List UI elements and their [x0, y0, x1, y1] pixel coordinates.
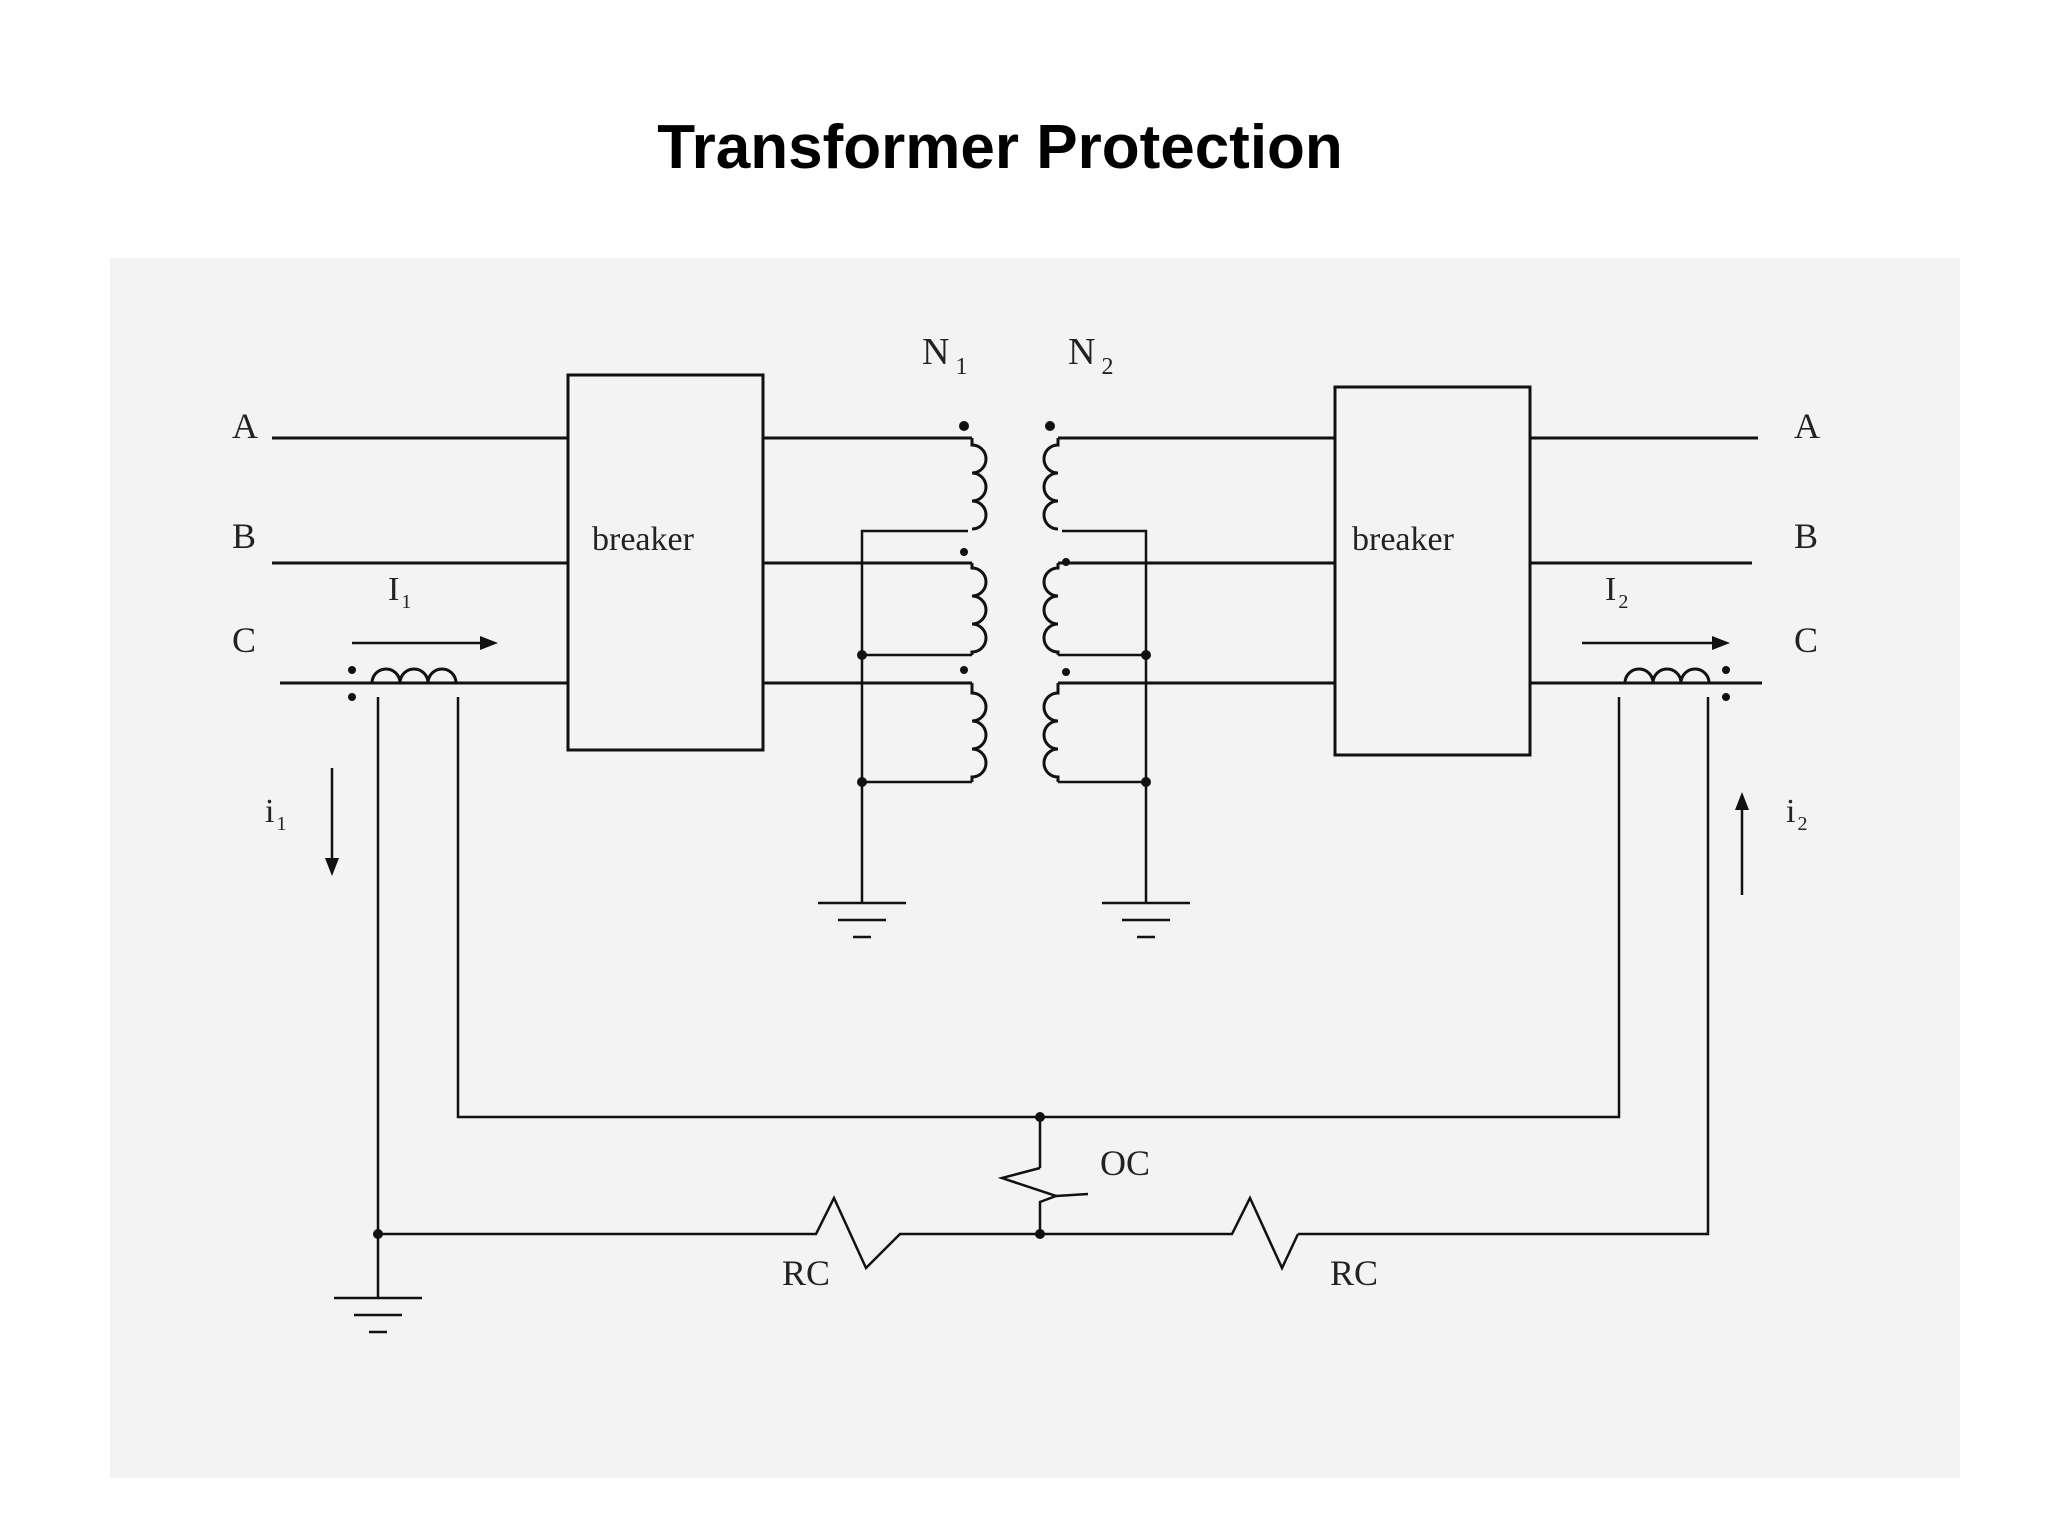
breaker-right [1333, 385, 1532, 757]
breaker-right-label: breaker [1352, 521, 1455, 558]
operating-coil-label: OC [1100, 1143, 1150, 1183]
phase-label-b-right: B [1794, 516, 1818, 556]
operating-coil-tail [1055, 1192, 1089, 1198]
junction-secondary-1 [1141, 650, 1151, 660]
polarity-dot-primary-b [960, 548, 968, 556]
scanned-figure-background [110, 258, 1960, 1478]
current-arrow-i1-icon [352, 636, 498, 650]
polarity-dot-primary-a [959, 421, 969, 431]
phase-label-a-left: A [232, 406, 258, 446]
restraint-coil-left [378, 1195, 1040, 1271]
polarity-dot-secondary-a [1045, 421, 1055, 431]
phase-label-c-right: C [1794, 620, 1818, 660]
restraint-coil-right-label: RC [1330, 1253, 1378, 1293]
current-transformer-right-icon [1623, 666, 1730, 701]
polarity-dot-secondary-c [1062, 668, 1070, 676]
phase-label-b-left: B [232, 516, 256, 556]
primary-neutral-bus [860, 529, 972, 903]
secondary-winding-a [1042, 438, 1060, 531]
ground-secondary-icon [1102, 901, 1190, 939]
phase-label-c-left: C [232, 620, 256, 660]
phase-label-a-right: A [1794, 406, 1820, 446]
current-arrow-i2-icon [1582, 636, 1730, 650]
slide-title: Transformer Protection [657, 113, 1343, 182]
restraint-coil-right [1040, 1195, 1300, 1271]
junction-primary-2 [857, 777, 867, 787]
secondary-winding-c [1042, 683, 1060, 782]
primary-winding-b [970, 563, 988, 655]
ct-current-arrow-i2-icon [1735, 792, 1749, 895]
junction-primary-1 [857, 650, 867, 660]
ct-current-arrow-i1-icon [325, 768, 339, 876]
junction-oc-top [1035, 1112, 1045, 1122]
restraint-coil-left-label: RC [782, 1253, 830, 1293]
breaker-left [566, 373, 765, 752]
junction-left-return [373, 1229, 383, 1239]
ct-wire-left-inner [456, 697, 1621, 1119]
polarity-dot-primary-c [960, 666, 968, 674]
junction-secondary-2 [1141, 777, 1151, 787]
breaker-left-label: breaker [592, 521, 695, 558]
primary-winding-a [970, 438, 988, 531]
primary-winding-c [970, 683, 988, 782]
ground-primary-icon [818, 901, 906, 939]
secondary-neutral-bus [1058, 529, 1148, 903]
operating-coil [997, 1166, 1060, 1234]
ground-ct-icon [334, 1296, 422, 1334]
secondary-winding-b [1042, 563, 1060, 655]
ct-wire-right-outer [1298, 697, 1710, 1236]
current-transformer-left-icon [348, 666, 458, 701]
